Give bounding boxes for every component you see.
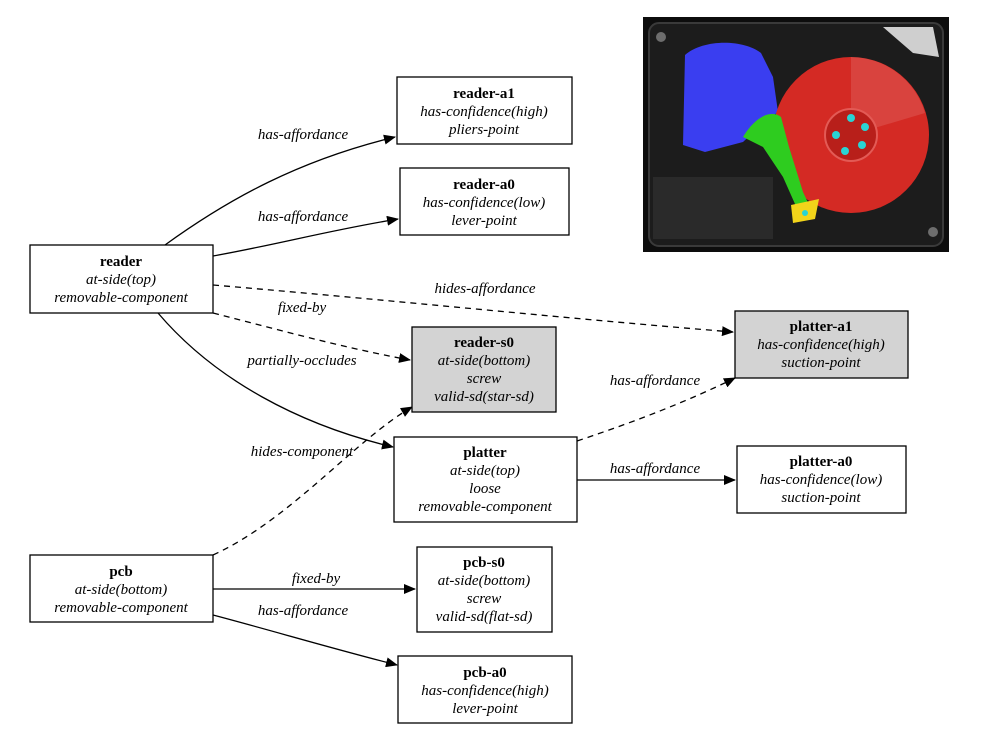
edge-platter-platter-a0: has-affordance	[577, 461, 736, 485]
node-attr: suction-point	[781, 490, 861, 506]
hub-screw	[858, 141, 866, 149]
node-title: pcb-s0	[463, 555, 505, 571]
node-platter-a0: platter-a0 has-confidence(low) suction-p…	[736, 445, 907, 514]
node-attr: valid-sd(flat-sd)	[436, 609, 533, 625]
node-title: reader-s0	[454, 335, 514, 351]
node-attr: screw	[467, 591, 501, 607]
edge-label: hides-component	[251, 444, 354, 460]
drive-internal-area	[653, 177, 773, 239]
node-reader-a1: reader-a1 has-confidence(high) pliers-po…	[396, 76, 573, 145]
node-attr: at-side(bottom)	[438, 573, 530, 589]
hub-screw	[847, 114, 855, 122]
node-attr: at-side(top)	[450, 463, 520, 479]
edge-label: has-affordance	[258, 209, 349, 225]
node-attr: removable-component	[418, 499, 552, 515]
actuator-arm-segment	[743, 113, 811, 213]
node-title: platter-a1	[790, 319, 853, 335]
node-title: pcb-a0	[463, 665, 506, 681]
node-attr: lever-point	[452, 701, 518, 717]
node-platter-a1: platter-a1 has-confidence(high) suction-…	[734, 310, 909, 379]
node-title: reader-a0	[453, 177, 515, 193]
node-box	[396, 76, 573, 145]
hard-drive-segmentation-image	[643, 17, 949, 252]
node-attr: at-side(bottom)	[75, 582, 167, 598]
edge-pcb-reader-s0: hides-component	[212, 406, 413, 556]
node-reader: reader at-side(top) removable-component	[29, 244, 214, 314]
node-box	[393, 436, 578, 523]
edge-label: has-affordance	[610, 461, 701, 477]
edge-reader-platter: partially-occludes	[157, 312, 394, 450]
edge-label: hides-affordance	[434, 281, 535, 297]
node-reader-s0: reader-s0 at-side(bottom) screw valid-sd…	[411, 326, 557, 413]
node-pcb-s0: pcb-s0 at-side(bottom) screw valid-sd(fl…	[416, 546, 553, 633]
node-attr: loose	[469, 481, 501, 497]
node-box	[736, 445, 907, 514]
drive-corner-bracket	[883, 27, 939, 57]
hub-screw	[832, 131, 840, 139]
edge-label: partially-occludes	[246, 353, 356, 369]
node-box	[397, 655, 573, 724]
node-attr: valid-sd(star-sd)	[434, 389, 534, 405]
edge-pcb-pcb-s0: fixed-by	[213, 571, 416, 594]
edge-reader-reader-a0: has-affordance	[212, 209, 399, 257]
node-platter: platter at-side(top) loose removable-com…	[393, 436, 578, 523]
node-attr: has-confidence(high)	[421, 683, 548, 699]
node-pcb-a0: pcb-a0 has-confidence(high) lever-point	[397, 655, 573, 724]
edge-reader-platter-a1: hides-affordance	[212, 281, 734, 337]
node-reader-a0: reader-a0 has-confidence(low) lever-poin…	[399, 167, 570, 236]
edge-label: fixed-by	[278, 300, 327, 316]
hub-screw	[841, 147, 849, 155]
node-attr: removable-component	[54, 290, 188, 306]
node-title: platter	[463, 445, 507, 461]
node-box	[399, 167, 570, 236]
edge-label: fixed-by	[292, 571, 341, 587]
node-attr: has-confidence(low)	[423, 195, 545, 211]
node-box	[29, 244, 214, 314]
node-attr: has-confidence(high)	[420, 104, 547, 120]
edge-label: has-affordance	[258, 127, 349, 143]
node-attr: screw	[467, 371, 501, 387]
hard-drive-illustration	[643, 17, 949, 252]
node-box	[29, 554, 214, 623]
edge-pcb-pcb-a0: has-affordance	[212, 603, 398, 668]
edge-reader-reader-a1: has-affordance	[164, 127, 396, 246]
node-attr: has-confidence(low)	[760, 472, 882, 488]
connector-screw	[802, 210, 808, 216]
node-box	[734, 310, 909, 379]
node-attr: suction-point	[781, 355, 861, 371]
node-title: pcb	[109, 564, 132, 580]
node-title: platter-a0	[790, 454, 853, 470]
node-attr: at-side(top)	[86, 272, 156, 288]
node-attr: pliers-point	[448, 122, 520, 138]
node-pcb: pcb at-side(bottom) removable-component	[29, 554, 214, 623]
edge-reader-reader-s0: fixed-by	[212, 300, 411, 363]
edge-label: has-affordance	[610, 373, 701, 389]
node-box	[411, 326, 557, 413]
edge-platter-platter-a1: has-affordance	[576, 373, 736, 442]
node-attr: has-confidence(high)	[757, 337, 884, 353]
node-title: reader	[100, 254, 143, 270]
hub-screw	[861, 123, 869, 131]
node-attr: at-side(bottom)	[438, 353, 530, 369]
node-attr: removable-component	[54, 600, 188, 616]
node-box	[416, 546, 553, 633]
case-screw	[928, 227, 938, 237]
node-attr: lever-point	[451, 213, 517, 229]
case-screw	[656, 32, 666, 42]
node-title: reader-a1	[453, 86, 515, 102]
edge-label: has-affordance	[258, 603, 349, 619]
